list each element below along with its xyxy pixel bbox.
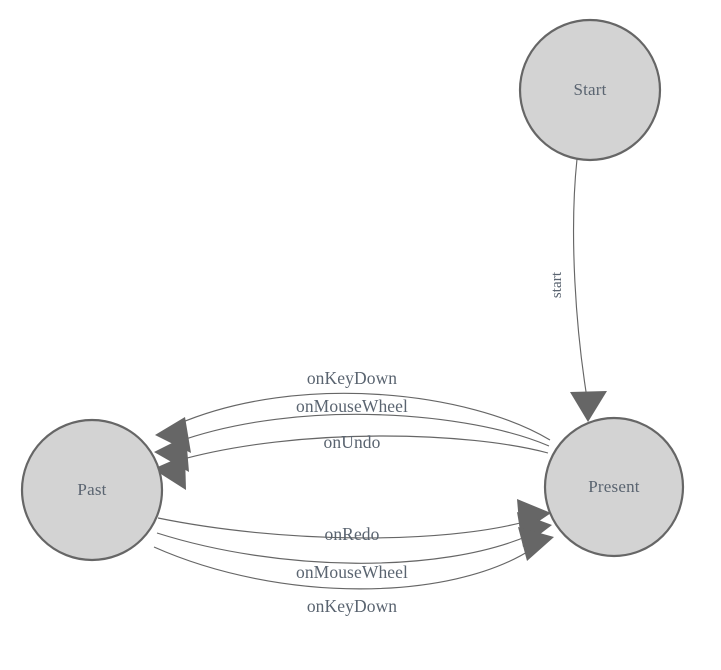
- edge-label-past-to-present-onmousewheel: onMouseWheel: [296, 562, 408, 582]
- edge-present-to-past-onundo-arrowhead: [153, 455, 186, 490]
- edge-start-to-present-path: [572, 158, 588, 399]
- edge-present-to-past-onundo[interactable]: onUndo: [153, 432, 549, 490]
- node-start-circle: [518, 18, 662, 162]
- edge-past-to-present-onredo[interactable]: onRedo: [157, 499, 551, 544]
- edge-past-to-present-onkeydown[interactable]: onKeyDown: [153, 527, 554, 616]
- node-past-label: Past: [77, 480, 106, 499]
- edge-start-to-present[interactable]: start: [549, 158, 607, 422]
- edge-past-to-present-onmousewheel-path: [156, 532, 531, 564]
- node-present-circle: [543, 416, 685, 558]
- edge-label-present-to-past-onkeydown: onKeyDown: [307, 368, 397, 388]
- edge-label-past-to-present-onkeydown: onKeyDown: [307, 596, 397, 616]
- edge-label-past-to-present-onredo: onRedo: [324, 524, 379, 544]
- edge-past-to-present-onkeydown-path: [153, 546, 533, 590]
- edge-past-to-present-onkeydown-arrowhead: [518, 527, 554, 561]
- node-past[interactable]: Past: [20, 418, 164, 562]
- edge-start-to-present-arrowhead: [570, 391, 607, 422]
- node-start[interactable]: Start: [518, 18, 662, 162]
- edge-past-to-present-onmousewheel[interactable]: onMouseWheel: [156, 512, 552, 582]
- node-present[interactable]: Present: [543, 416, 685, 558]
- edge-label-present-to-past-onmousewheel: onMouseWheel: [296, 396, 408, 416]
- node-start-label: Start: [573, 80, 606, 99]
- edge-past-to-present-onredo-path: [157, 517, 529, 539]
- edge-label-present-to-past-onundo: onUndo: [324, 432, 381, 452]
- edge-present-to-past-onmousewheel-path: [176, 413, 550, 447]
- edge-present-to-past-onundo-path: [175, 435, 549, 462]
- node-present-label: Present: [588, 477, 640, 496]
- node-past-circle: [20, 418, 164, 562]
- edge-present-to-past-onkeydown-path: [177, 392, 551, 441]
- edge-label-start: start: [549, 271, 565, 298]
